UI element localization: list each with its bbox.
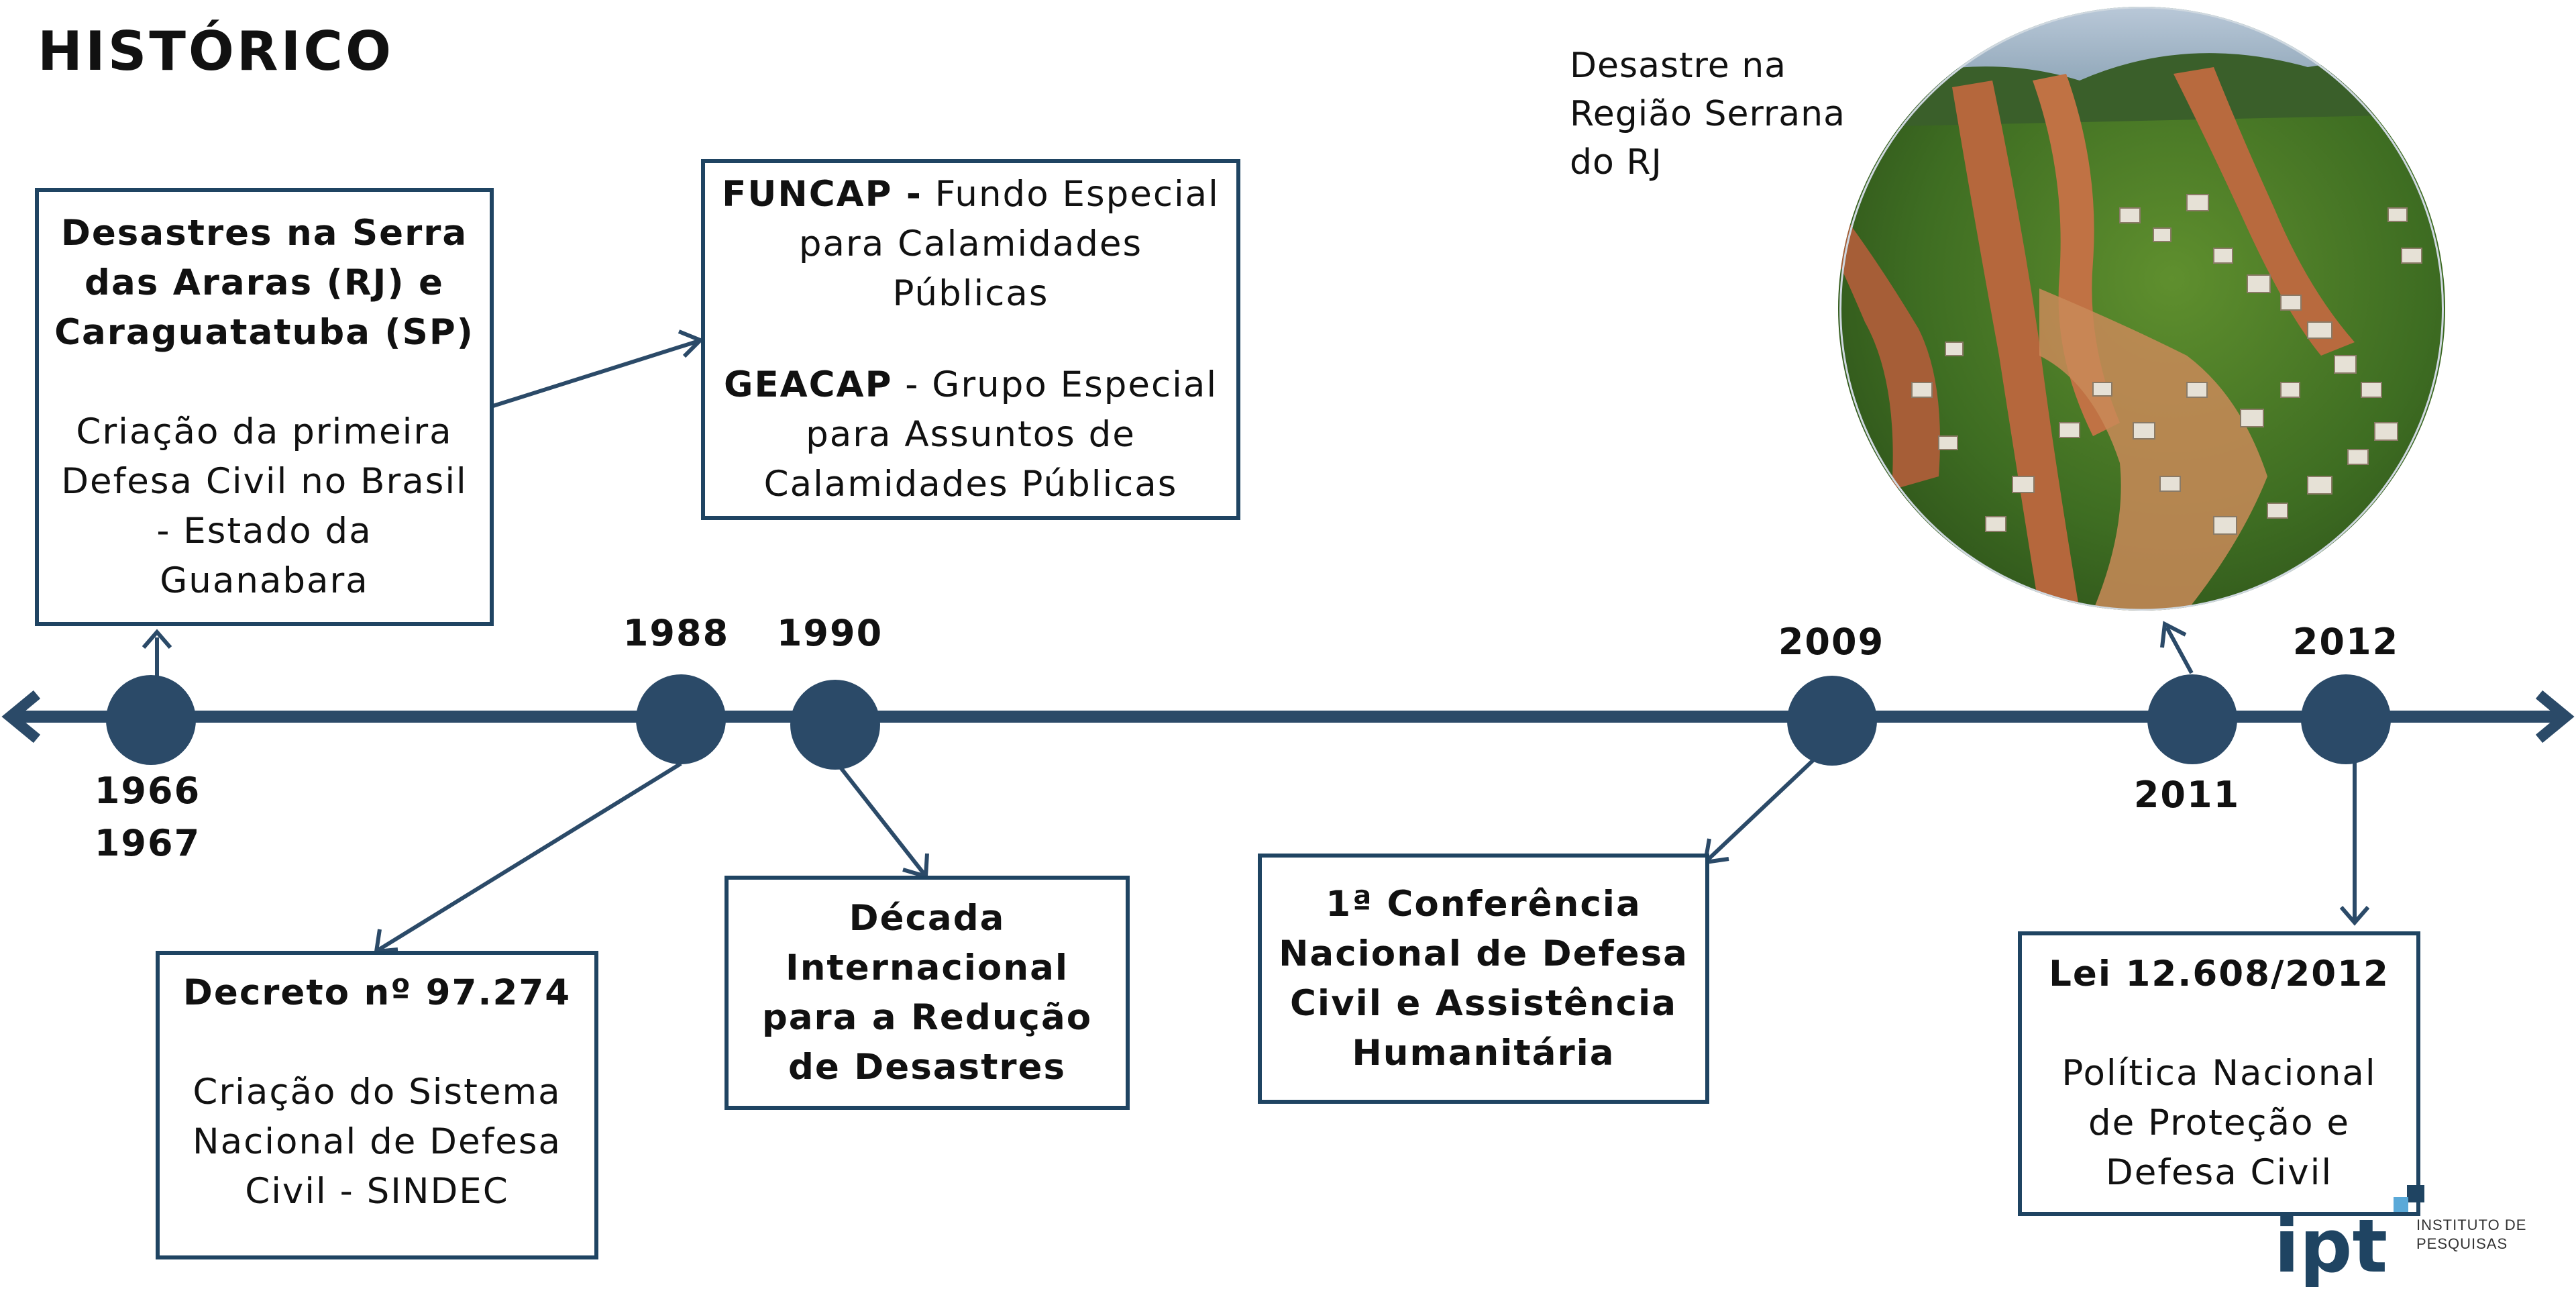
page-title: HISTÓRICO	[38, 20, 394, 83]
funcap-text: Fundo Especial para Calamidades Públicas	[798, 174, 1220, 314]
ipt-logo: ipt INSTITUTO DE PESQUISAS	[2267, 1182, 2576, 1283]
box-funcap-geacap: FUNCAP - Fundo Especial para Calamidades…	[701, 159, 1240, 520]
connector-2011-arrowhead	[2160, 621, 2187, 648]
connector-serra-funcap-arrowhead	[678, 329, 704, 358]
box-lei: Lei 12.608/2012 Política Nacional de Pro…	[2018, 931, 2420, 1216]
logo-text-line1: INSTITUTO DE	[2416, 1217, 2527, 1233]
connector-2009	[1705, 756, 1817, 862]
box-decreto-body: Criação do Sistema Nacional de Defesa Ci…	[193, 1072, 561, 1212]
connector-1988	[378, 762, 682, 951]
connector-1990	[837, 764, 926, 876]
node-2009	[1787, 676, 1877, 766]
box-funcap-line: FUNCAP - Fundo Especial para Calamidades…	[716, 170, 1226, 319]
year-label-2011: 2011	[2133, 774, 2241, 816]
geacap-acronym: GEACAP	[723, 364, 893, 405]
year-label-1967: 1967	[94, 822, 201, 864]
box-serra-heading: Desastres na Serra das Araras (RJ) e Car…	[54, 212, 474, 353]
logo-square-light	[2394, 1197, 2408, 1212]
timeline-left-arrowhead	[1, 690, 41, 743]
connector-2012-arrowhead	[2339, 906, 2370, 926]
box-lei-body: Política Nacional de Proteção e Defesa C…	[2061, 1053, 2377, 1193]
box-lei-heading: Lei 12.608/2012	[2049, 953, 2390, 994]
logo-text: INSTITUTO DE PESQUISAS	[2416, 1216, 2526, 1253]
logo-text-line2: PESQUISAS	[2416, 1235, 2508, 1252]
box-decada: Década Internacional para a Redução de D…	[724, 876, 1130, 1110]
timeline-right-arrowhead	[2535, 690, 2575, 743]
box-decreto-heading: Decreto nº 97.274	[182, 972, 572, 1013]
year-label-1988: 1988	[623, 612, 730, 654]
box-decreto: Decreto nº 97.274 Criação do Sistema Nac…	[156, 951, 598, 1259]
logo-square-dark	[2407, 1185, 2424, 1202]
geacap-text: - Grupo Especial para Assuntos de Calami…	[763, 364, 1218, 505]
box-decada-heading: Década Internacional para a Redução de D…	[761, 897, 1093, 1088]
funcap-acronym: FUNCAP -	[722, 174, 922, 215]
year-label-1966: 1966	[94, 770, 201, 812]
box-conferencia-heading: 1ª Conferência Nacional de Defesa Civil …	[1279, 883, 1688, 1074]
node-2012	[2301, 674, 2391, 764]
connector-serra-funcap	[492, 339, 700, 408]
connector-1966-arrowhead	[142, 629, 172, 649]
node-1990	[790, 680, 880, 770]
connector-2011	[2165, 626, 2194, 674]
box-conferencia: 1ª Conferência Nacional de Defesa Civil …	[1258, 854, 1709, 1104]
logo-mark: ipt	[2274, 1203, 2388, 1289]
box-serra-araras: Desastres na Serra das Araras (RJ) e Car…	[35, 188, 494, 626]
landslide-photo	[1838, 7, 2445, 611]
node-1966	[106, 675, 196, 765]
year-label-2009: 2009	[1778, 621, 1885, 663]
year-label-1990: 1990	[776, 612, 883, 654]
box-geacap-line: GEACAP - Grupo Especial para Assuntos de…	[716, 360, 1226, 509]
node-1988	[636, 674, 726, 764]
year-label-2012: 2012	[2292, 621, 2400, 663]
node-2011	[2147, 674, 2237, 764]
photo-caption: Desastre na Região Serrana do RJ	[1570, 46, 1845, 183]
box-serra-body: Criação da primeira Defesa Civil no Bras…	[61, 411, 468, 601]
timeline-graphics	[1, 329, 2575, 954]
